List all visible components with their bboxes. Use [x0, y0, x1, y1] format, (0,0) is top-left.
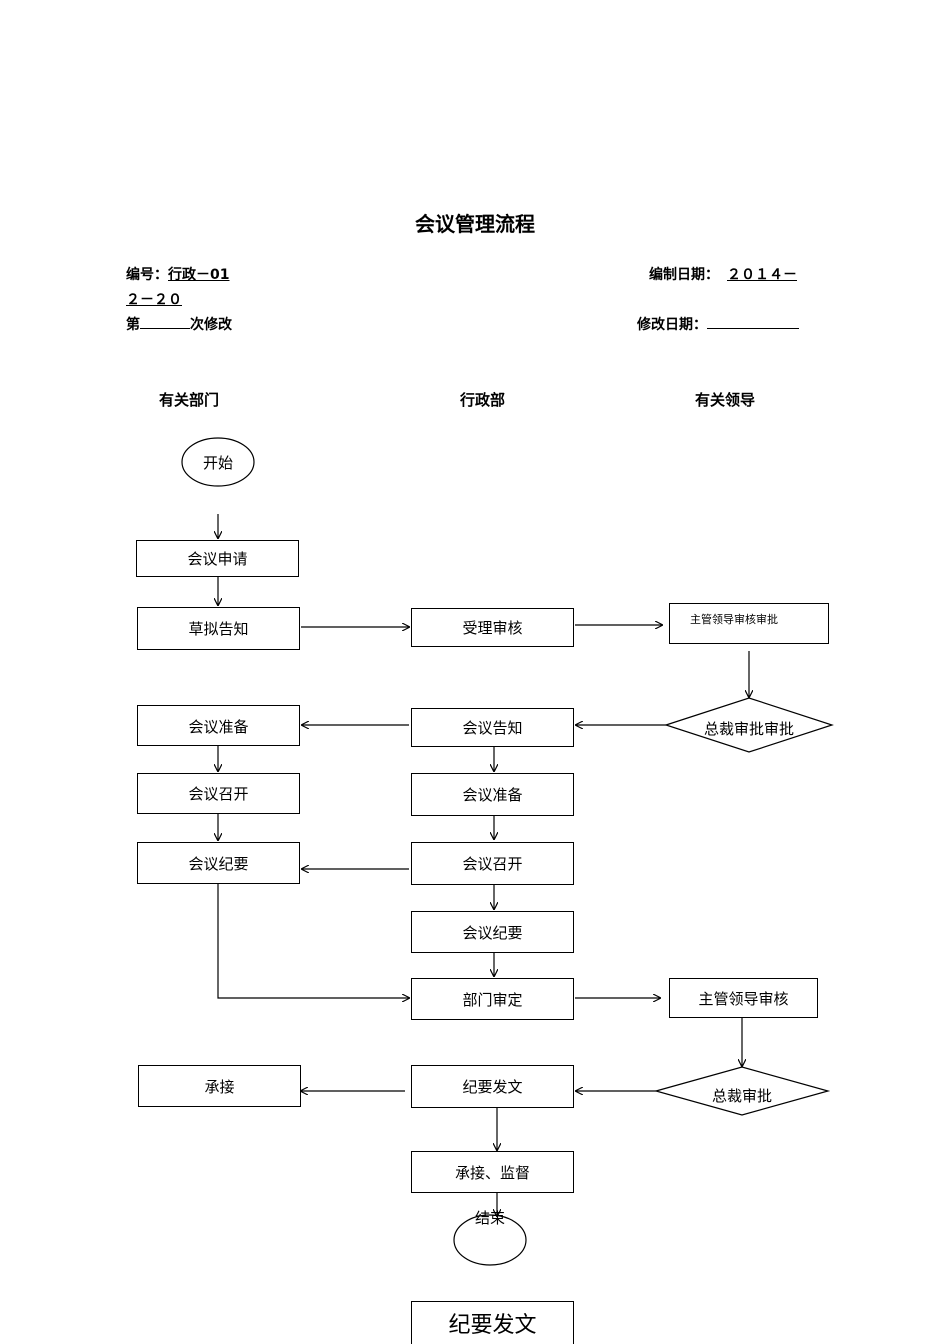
dept-hold-box: 会议召开: [137, 773, 300, 814]
admin-accept-box: 受理审核: [411, 608, 574, 647]
compile-date: 编制日期： ２０１４－: [649, 264, 797, 284]
column-header-admin: 行政部: [460, 391, 506, 409]
ceo-approve-1-shape: [664, 697, 834, 753]
admin-prepare-box: 会议准备: [411, 773, 574, 816]
ceo-approve-1-label: 总裁审批审批: [703, 720, 794, 738]
admin-hold-box: 会议召开: [411, 842, 574, 885]
revision-count: 第 次修改: [126, 314, 232, 334]
revision-date-blank: [707, 314, 799, 329]
dept-apply-box: 会议申请: [136, 540, 299, 577]
admin-dept-review-box: 部门审定: [411, 978, 574, 1020]
dept-minutes-box: 会议纪要: [137, 842, 300, 884]
arrow-dept-minutes-to-review: [217, 884, 409, 998]
column-header-leaders: 有关领导: [695, 391, 756, 409]
ceo-approve-2-shape: [653, 1066, 831, 1116]
leader-approve-1-box: 主管领导审核审批: [669, 603, 829, 644]
end-node: 结束: [474, 1209, 505, 1227]
document-code: 编号：行政－01: [126, 264, 229, 284]
admin-supervise-box: 承接、监督: [411, 1151, 574, 1193]
admin-minutes-box: 会议纪要: [411, 911, 574, 953]
revision-prefix: 第: [126, 317, 140, 333]
revision-suffix: 次修改: [190, 317, 232, 333]
end-node-shape: [453, 1214, 527, 1266]
compile-date-value-cont: ２－２０: [126, 292, 182, 308]
revision-number-blank: [140, 314, 190, 329]
footer-issue-box: 纪要发文: [411, 1301, 574, 1344]
admin-issue-box: 纪要发文: [411, 1065, 574, 1108]
start-node: 开始: [202, 454, 233, 472]
code-value: 行政－01: [168, 267, 230, 283]
dept-receive-box: 承接: [138, 1065, 301, 1107]
dept-draft-box: 草拟告知: [137, 607, 300, 650]
dept-prepare-box: 会议准备: [137, 705, 300, 746]
ceo-approve-2-label: 总裁审批: [711, 1087, 772, 1105]
start-node-shape: [181, 437, 255, 487]
leader-review-2-box: 主管领导审核: [669, 978, 818, 1018]
page-title: 会议管理流程: [415, 212, 535, 236]
column-header-departments: 有关部门: [159, 391, 220, 409]
compile-date-value: ２０１４－: [727, 267, 797, 283]
admin-notice-box: 会议告知: [411, 708, 574, 747]
compile-date-label: 编制日期：: [649, 267, 719, 283]
code-label: 编号：: [126, 267, 168, 283]
revision-date: 修改日期：: [637, 314, 799, 334]
revision-date-label: 修改日期：: [637, 317, 707, 333]
